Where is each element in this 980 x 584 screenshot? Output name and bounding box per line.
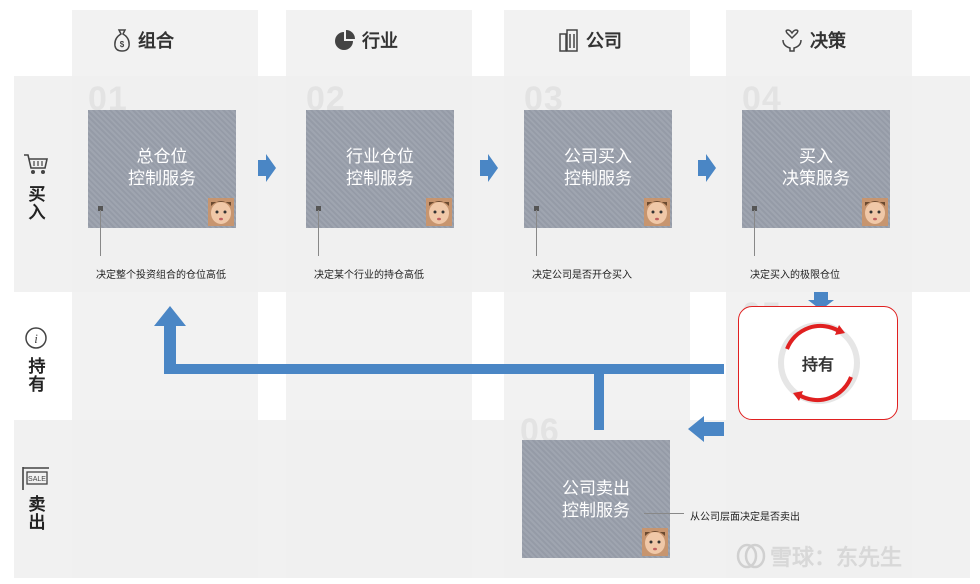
step-title-line: 买入	[799, 147, 833, 166]
step-caption: 决定买入的极限仓位	[750, 270, 840, 281]
cycle-icon	[778, 322, 860, 404]
shopping-cart-icon	[24, 154, 48, 174]
row-label-sell: 卖出	[22, 496, 52, 532]
step-caption: 决定整个投资组合的仓位高低	[96, 270, 226, 281]
column-header-decision: 决策	[780, 26, 846, 54]
step-title: 公司卖出控制服务	[522, 478, 670, 522]
row-label-buy: 买入	[22, 186, 52, 222]
row-label-text: 持有	[28, 357, 46, 394]
row-label-text: 买入	[28, 185, 46, 222]
column-label: 行业	[362, 31, 398, 51]
baby-face-icon	[208, 198, 234, 226]
step-title: 总仓位控制服务	[88, 146, 236, 190]
step-title: 行业仓位控制服务	[306, 146, 454, 190]
column-label: 决策	[810, 31, 846, 51]
row-label-hold: 持有	[22, 358, 52, 394]
down-arrow	[808, 292, 834, 310]
info-icon: i	[25, 327, 47, 349]
step-title-line: 决策服务	[782, 169, 850, 188]
money-bag-icon: $	[114, 29, 130, 52]
svg-text:SALE: SALE	[28, 476, 46, 483]
left-arrow	[688, 416, 724, 442]
return-arrow-shaft	[164, 364, 724, 374]
baby-face-icon	[642, 528, 668, 556]
step-title-line: 公司卖出	[562, 479, 630, 498]
column-header-portfolio: $ 组合	[112, 26, 174, 54]
marker-dot	[98, 206, 103, 211]
snowball-logo-icon	[736, 543, 766, 569]
column-header-industry: 行业	[334, 26, 398, 54]
right-arrow	[480, 154, 498, 182]
hold-node: 持有	[738, 306, 898, 420]
baby-face-icon	[426, 198, 452, 226]
baby-face-icon	[862, 198, 888, 226]
watermark-text: 雪球：东先生	[770, 545, 903, 570]
pie-chart-icon	[335, 30, 355, 50]
row-band-sell	[14, 420, 970, 578]
return-arrow	[154, 306, 724, 374]
sale-sign-icon: SALE	[22, 467, 49, 490]
step-title-line: 控制服务	[128, 169, 196, 188]
watermark: 雪球：东先生	[736, 540, 902, 572]
step-title: 买入决策服务	[742, 146, 890, 190]
step-title-line: 行业仓位	[346, 147, 414, 166]
step-caption: 从公司层面决定是否卖出	[690, 512, 800, 523]
step-box-company-sell: 公司卖出控制服务	[522, 440, 670, 558]
leader-line	[536, 210, 537, 256]
step-title-line: 控制服务	[562, 501, 630, 520]
step-box-industry: 行业仓位控制服务	[306, 110, 454, 228]
column-header-company: 公司	[558, 26, 622, 54]
column-label: 公司	[586, 31, 622, 51]
step-title-line: 控制服务	[564, 169, 632, 188]
marker-dot	[316, 206, 321, 211]
leader-line	[644, 513, 684, 514]
step-title-line: 控制服务	[346, 169, 414, 188]
row-label-text: 卖出	[28, 495, 46, 532]
step-title-line: 总仓位	[136, 147, 188, 166]
svg-text:$: $	[120, 40, 125, 49]
hold-label: 持有	[801, 357, 834, 374]
step-box-buy-decision: 买入决策服务	[742, 110, 890, 228]
marker-dot	[752, 206, 757, 211]
right-arrow	[258, 154, 276, 182]
step-title-line: 公司买入	[564, 147, 632, 166]
step-caption: 决定某个行业的持仓高低	[314, 270, 424, 281]
leader-line	[100, 210, 101, 256]
column-label: 组合	[138, 31, 174, 51]
leader-line	[754, 210, 755, 256]
step-caption: 决定公司是否开仓买入	[532, 270, 632, 281]
svg-text:i: i	[34, 331, 38, 346]
building-icon	[559, 29, 578, 52]
leader-line	[318, 210, 319, 256]
right-arrow	[698, 154, 716, 182]
marker-dot	[534, 206, 539, 211]
step-box-portfolio: 总仓位控制服务	[88, 110, 236, 228]
baby-face-icon	[644, 198, 670, 226]
step-box-company-buy: 公司买入控制服务	[524, 110, 672, 228]
hand-heart-icon	[782, 29, 802, 52]
step-title: 公司买入控制服务	[524, 146, 672, 190]
branch-line	[594, 370, 604, 430]
